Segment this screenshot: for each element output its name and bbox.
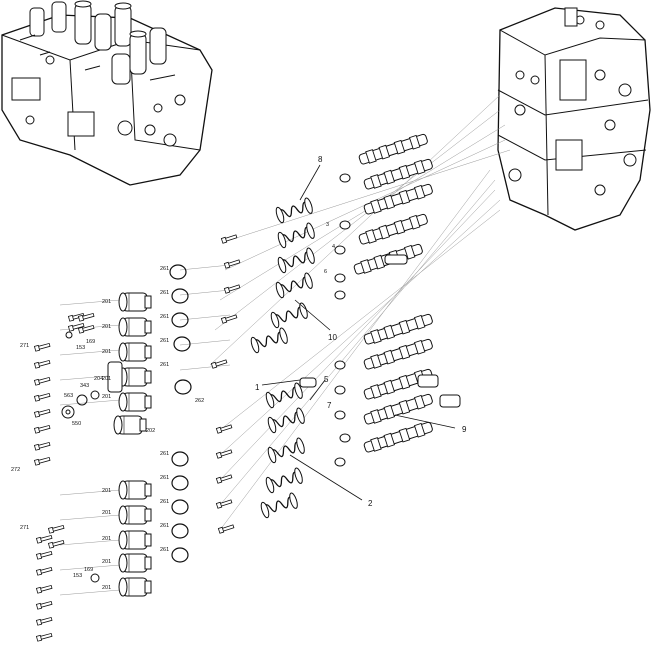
label-201: 201 xyxy=(102,510,111,516)
label-201: 201 xyxy=(102,585,111,591)
label-261: 261 xyxy=(160,523,169,529)
label-169: 169 xyxy=(86,339,95,345)
label-272: 272 xyxy=(11,467,20,473)
callout-10: 10 xyxy=(328,333,337,342)
label-201: 201 xyxy=(102,349,111,355)
label-201: 201 xyxy=(102,394,111,400)
lower-solenoids xyxy=(118,480,152,597)
label-261: 261 xyxy=(160,362,169,368)
label-271: 271 xyxy=(20,343,29,349)
label-262: 262 xyxy=(195,398,204,404)
label-153: 153 xyxy=(76,345,85,351)
callout-5: 5 xyxy=(324,375,329,384)
label-343: 343 xyxy=(80,383,89,389)
callout-7: 7 xyxy=(327,401,332,410)
label-201: 201 xyxy=(102,536,111,542)
label-271: 271 xyxy=(20,525,29,531)
label-204: 204 xyxy=(94,376,103,382)
label-261: 261 xyxy=(160,475,169,481)
label-153: 153 xyxy=(73,573,82,579)
callout-1: 1 xyxy=(255,383,260,392)
label-261: 261 xyxy=(160,290,169,296)
label-201: 201 xyxy=(102,559,111,565)
callout-2: 2 xyxy=(368,499,373,508)
label-201: 201 xyxy=(102,488,111,494)
callout-9: 9 xyxy=(462,425,467,434)
lower-spool-group xyxy=(215,312,461,534)
label-261: 261 xyxy=(160,314,169,320)
label-201: 201 xyxy=(102,376,111,382)
label-202: 202 xyxy=(146,428,155,434)
callout-4: 4 xyxy=(332,244,335,250)
label-261: 261 xyxy=(160,338,169,344)
part-labels: 261 261 261 261 261 262 201 201 201 201 … xyxy=(11,266,204,591)
lower-orings xyxy=(171,451,189,563)
valve-assembly-top-left xyxy=(1,0,213,186)
valve-body-top-right xyxy=(497,7,651,231)
left-bolts xyxy=(34,312,100,642)
callouts: 8 10 1 5 7 9 2 3 4 6 xyxy=(255,155,467,508)
label-261: 261 xyxy=(160,499,169,505)
callout-6: 6 xyxy=(324,269,327,275)
upper-orings xyxy=(169,264,192,395)
label-261: 261 xyxy=(160,547,169,553)
label-563: 563 xyxy=(64,393,73,399)
label-261: 261 xyxy=(160,451,169,457)
label-261: 261 xyxy=(160,266,169,272)
upper-spool-group xyxy=(210,132,434,369)
label-201: 201 xyxy=(102,324,111,330)
callout-8: 8 xyxy=(318,155,323,164)
upper-solenoids xyxy=(107,292,152,435)
label-169: 169 xyxy=(84,567,93,573)
label-201: 201 xyxy=(102,299,111,305)
callout-3: 3 xyxy=(326,222,329,228)
label-550: 550 xyxy=(72,421,81,427)
